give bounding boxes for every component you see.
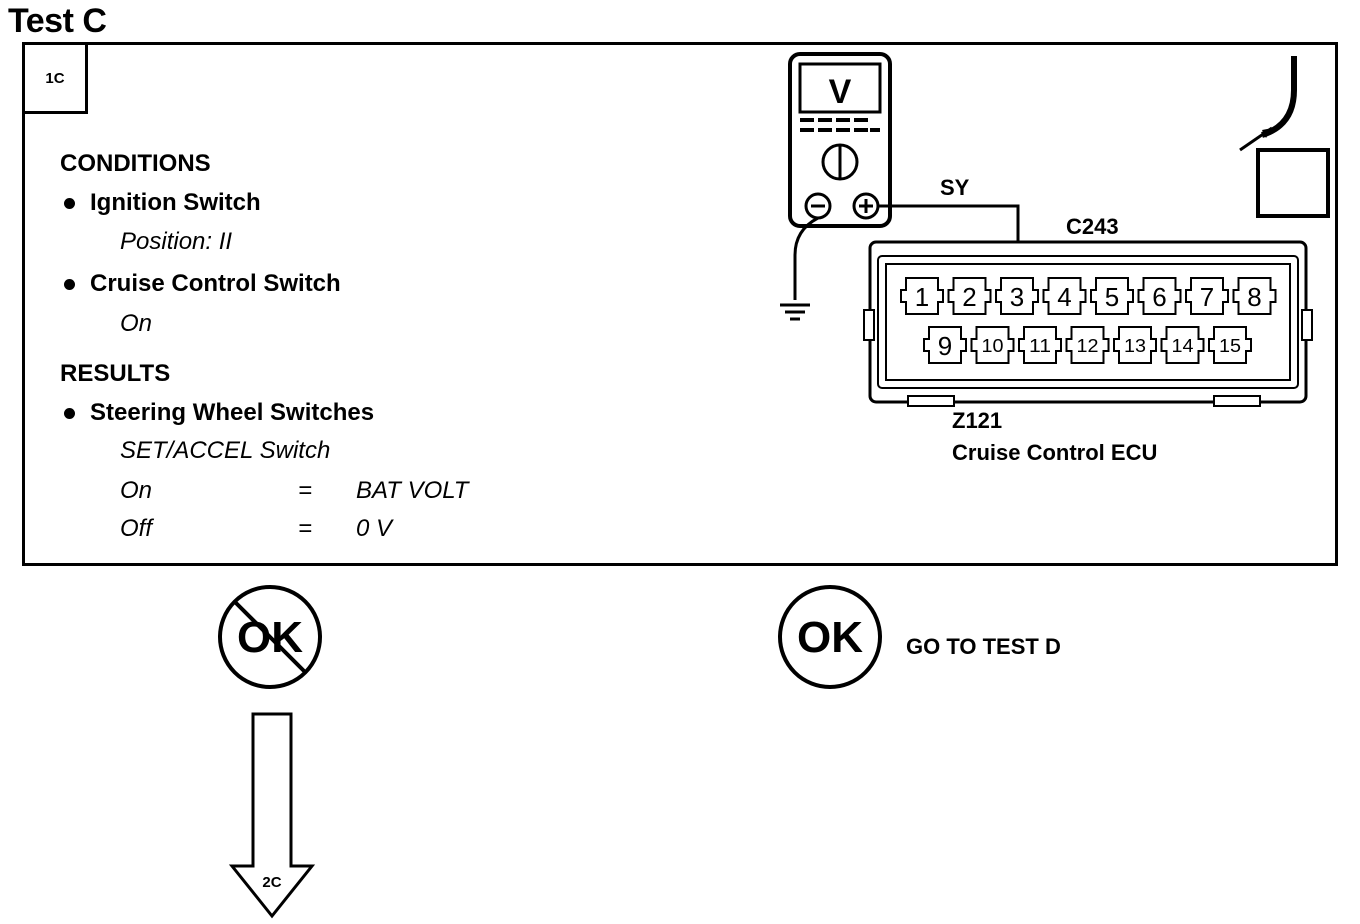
result-eq: =: [298, 477, 313, 504]
condition-value-cruise: On: [120, 310, 153, 337]
pin-number: 10: [982, 336, 1004, 356]
result-eq: =: [298, 515, 313, 542]
connector-pin: 4: [1042, 277, 1087, 315]
connector-pin: 5: [1090, 277, 1134, 315]
pin-number: 13: [1124, 336, 1146, 356]
connector-pin: 6: [1137, 277, 1182, 315]
conditions-heading: CONDITIONS: [60, 150, 211, 177]
result-state: Off: [120, 515, 153, 542]
pin-number: 5: [1105, 282, 1119, 312]
result-value: BAT VOLT: [356, 477, 469, 504]
bullet-icon: [64, 279, 75, 290]
page-title: Test C: [8, 2, 107, 40]
pin-number: 2: [962, 282, 976, 312]
pin-number: 8: [1247, 282, 1261, 312]
component-id: Z121: [952, 408, 1002, 433]
condition-value-ignition: Position: II: [120, 228, 233, 255]
connector-pin: 9: [923, 326, 967, 364]
pin-number: 4: [1057, 282, 1071, 312]
ok-symbol: OK: [778, 585, 882, 689]
next-step-arrow: 2C: [228, 712, 316, 919]
pin-number: 14: [1172, 336, 1194, 356]
condition-label-cruise: Cruise Control Switch: [90, 270, 341, 297]
component-name: Cruise Control ECU: [952, 440, 1157, 465]
pin-number: 6: [1152, 282, 1166, 312]
bullet-icon: [64, 198, 75, 209]
pin-number: 1: [915, 282, 929, 312]
connector-pin: 10: [970, 326, 1015, 364]
multimeter-icon: V: [788, 52, 892, 228]
connector-pin: 15: [1208, 326, 1252, 364]
ok-text: OK: [797, 613, 863, 662]
result-state: On: [120, 477, 153, 504]
connector-pin: 12: [1065, 326, 1110, 364]
results-heading: RESULTS: [60, 360, 171, 387]
condition-label-ignition: Ignition Switch: [90, 189, 261, 216]
meter-display: V: [829, 73, 852, 111]
pin-number: 15: [1219, 336, 1241, 356]
connector-pin: 2: [947, 277, 992, 315]
connector-pin: 11: [1018, 326, 1062, 364]
connector-pin: 1: [900, 277, 944, 315]
ok-action-text: GO TO TEST D: [906, 634, 1061, 659]
connector-pin: 3: [995, 277, 1039, 315]
test-panel: [22, 42, 1338, 566]
ground-lead: [780, 216, 819, 321]
not-ok-symbol: OK: [218, 585, 322, 689]
wire-color-label: SY: [940, 175, 970, 200]
connector-pin: 7: [1185, 277, 1229, 315]
pin-number: 11: [1029, 336, 1051, 356]
step-number-box: 1C: [22, 42, 88, 114]
switch-component-icon: [1239, 56, 1330, 218]
bullet-icon: [64, 408, 75, 419]
connector-pin: 8: [1232, 277, 1277, 315]
result-value: 0 V: [356, 515, 393, 542]
pin-number: 7: [1200, 282, 1214, 312]
results-item-label: Steering Wheel Switches: [90, 399, 375, 426]
pin-number: 9: [938, 331, 952, 361]
connector-pin: 13: [1113, 326, 1157, 364]
results-sub-label: SET/ACCEL Switch: [120, 437, 331, 464]
pin-number: 3: [1010, 282, 1024, 312]
next-step-label: 2C: [262, 874, 281, 891]
connector-id: C243: [1066, 214, 1119, 239]
connector-pin: 14: [1160, 326, 1205, 364]
pin-number: 12: [1077, 336, 1099, 356]
